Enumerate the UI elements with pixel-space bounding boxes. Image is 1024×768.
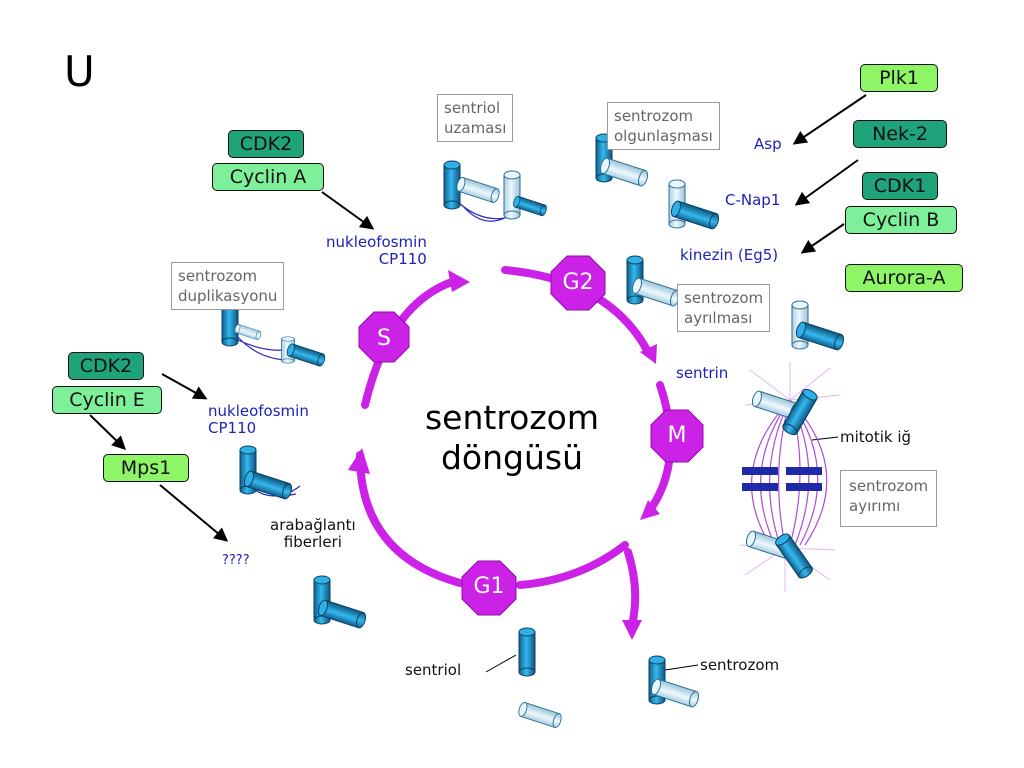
cdk2-box-a: CDK2 [228, 130, 304, 158]
leader-mitotik [811, 436, 839, 441]
arrowhead-g2-m [640, 344, 657, 364]
asp-label: Asp [754, 135, 782, 153]
stage-box-olgunlasma: sentrozom olgunlaşması [607, 102, 720, 150]
cycle-title: sentrozom döngüsü [424, 398, 600, 477]
mitotik-label: mitotik iğ [840, 428, 912, 446]
nukleofosmin-top-label: nukleofosmin CP110 [326, 233, 427, 269]
unknown-target-label: ???? [222, 553, 250, 568]
arrow-plk1 [792, 94, 867, 145]
arrowhead-m-g1 [640, 500, 660, 520]
nek2-box: Nek-2 [853, 120, 947, 148]
sentrin-label: sentrin [676, 364, 729, 382]
stage-box-duplikasyon: sentrozom duplikasyonu [171, 262, 285, 310]
cyclin-a-box: Cyclin A [212, 163, 324, 191]
centrioles-elongation [443, 160, 549, 222]
leader-sentriol [485, 654, 517, 673]
arrow-cdk2-mps1 [89, 414, 127, 450]
stage-box-uzama: sentriol uzaması [437, 94, 514, 142]
centrosome-pair [648, 655, 701, 709]
mps1-box: Mps1 [103, 454, 189, 482]
phase-s [358, 311, 410, 363]
arabaglanti-label: arabağlantı fiberleri [270, 516, 356, 552]
cdk1-box: CDK1 [862, 172, 938, 200]
stage-box-ayirim: sentrozom ayırımı [840, 470, 938, 527]
sentriol-label: sentriol [405, 661, 462, 679]
aurora-a-box: Aurora-A [845, 264, 963, 292]
arrowhead-top [448, 270, 470, 292]
centrioles-g1 [313, 575, 368, 630]
cnap1-label: C-Nap1 [725, 191, 781, 209]
arrow-cyclin-a [321, 191, 375, 230]
sentrozom-label: sentrozom [700, 656, 780, 674]
arrow-mps1 [159, 484, 229, 542]
arrow-cyclin-e [161, 373, 208, 400]
mitotic-spindle [739, 362, 841, 592]
panel-letter: U [64, 47, 95, 96]
phase-g2-label: G2 [562, 270, 594, 295]
arc-g1-bottom [516, 541, 629, 589]
cyclin-b-box: Cyclin B [845, 206, 957, 234]
phase-m [650, 409, 704, 463]
exit-arc [624, 548, 640, 629]
centriole-single [516, 627, 564, 729]
regulation-arrows [89, 94, 867, 542]
arc-g1-to-s [356, 451, 464, 587]
cycle-arrowheads [348, 270, 660, 640]
plk1-box: Plk1 [860, 64, 938, 92]
leader-sentrozom [664, 664, 699, 671]
arrowhead-down-left [348, 448, 370, 474]
arrow-cyclin-b [800, 223, 845, 254]
phase-g1-label: G1 [473, 574, 505, 599]
cdk2-box-e: CDK2 [68, 352, 144, 380]
phase-m-label: M [667, 423, 687, 448]
cyclin-e-box: Cyclin E [52, 386, 162, 414]
nukleofosmin-left-label: nukleofosmin CP110 [208, 402, 309, 438]
phase-g1 [461, 560, 517, 616]
phase-s-label: S [377, 326, 391, 351]
arrowhead-exit [622, 620, 642, 640]
phase-g2 [550, 255, 606, 311]
stage-box-ayrilma: sentrozom ayrılması [677, 284, 771, 332]
centrioles-duplication [221, 297, 327, 368]
kinezin-label: kinezin (Eg5) [680, 246, 779, 264]
centrioles-linked [239, 445, 301, 501]
arrow-nek2 [794, 159, 859, 206]
